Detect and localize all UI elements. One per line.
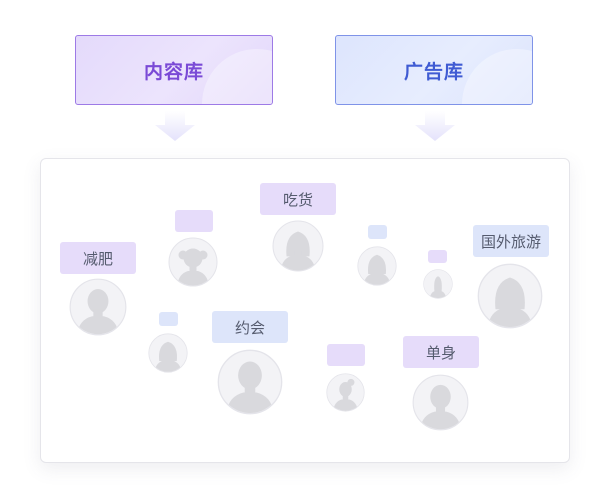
person-avatar-icon [357, 246, 397, 286]
ad-library-box[interactable]: 广告库 [335, 35, 533, 105]
tag-empty [175, 210, 213, 232]
person-avatar-icon [477, 263, 543, 329]
content-library-box[interactable]: 内容库 [75, 35, 273, 105]
person-avatar-icon [412, 374, 469, 431]
person-avatar-icon [326, 373, 365, 412]
tag-foodie: 吃货 [260, 183, 336, 215]
person-avatar-icon [217, 349, 283, 415]
tag-single: 单身 [403, 336, 479, 368]
content-down-arrow-icon [155, 111, 195, 141]
person-avatar-icon [272, 220, 324, 272]
person-avatar-icon [148, 333, 188, 373]
ad-down-arrow-icon [415, 111, 455, 141]
person-avatar-icon [69, 278, 127, 336]
tag-empty [159, 312, 178, 326]
person-avatar-icon [168, 237, 218, 287]
tag-lose-weight: 减肥 [60, 242, 136, 274]
tag-dating: 约会 [212, 311, 288, 343]
tag-empty [428, 250, 447, 263]
tag-empty [368, 225, 387, 239]
tag-overseas-travel: 国外旅游 [473, 225, 549, 257]
tag-empty [327, 344, 365, 366]
person-avatar-icon [423, 269, 453, 299]
ad-library-label: 广告库 [403, 60, 464, 83]
content-library-label: 内容库 [143, 60, 204, 83]
